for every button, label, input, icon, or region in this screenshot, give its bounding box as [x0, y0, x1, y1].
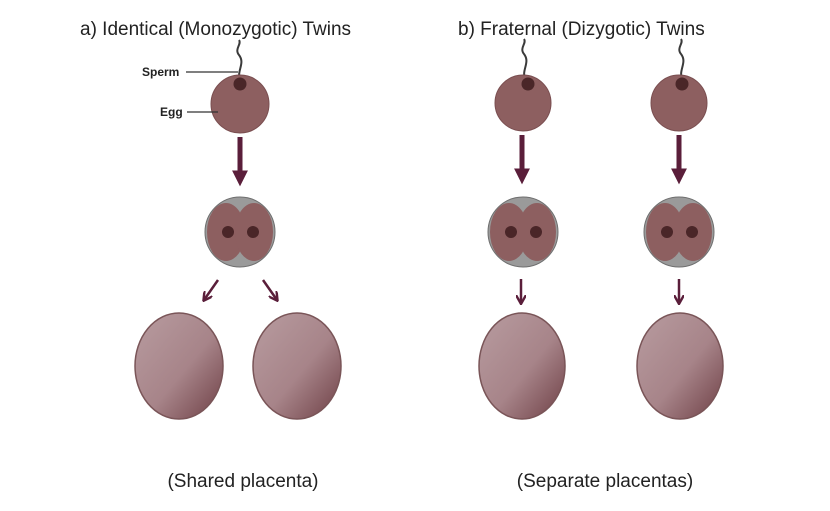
- dividing-cell-icon: [204, 196, 276, 268]
- panel-identical-title: a) Identical (Monozygotic) Twins: [80, 19, 351, 40]
- split-left-arrow-icon: [204, 279, 220, 300]
- egg-icon: [650, 74, 708, 132]
- split-right-arrow-icon: [261, 279, 277, 300]
- sperm-label: Sperm: [142, 65, 179, 79]
- egg-icon: [494, 74, 552, 132]
- dividing-cell-icon: [487, 196, 559, 268]
- sperm-tail-icon: [521, 38, 528, 81]
- embryo-icon: [134, 312, 224, 420]
- panel-identical-twins: a) Identical (Monozygotic) Twins Sperm E…: [80, 19, 351, 492]
- panel-fraternal-twins: b) Fraternal (Dizygotic) Twins: [458, 19, 724, 492]
- embryo-icon: [252, 312, 342, 420]
- sperm-tail-icon: [678, 38, 685, 81]
- panel-fraternal-title: b) Fraternal (Dizygotic) Twins: [458, 19, 705, 40]
- sperm-head-icon: [675, 77, 689, 91]
- sperm-head-icon: [233, 77, 247, 91]
- dividing-cell-icon: [643, 196, 715, 268]
- sperm-tail-icon: [236, 39, 243, 82]
- egg-label: Egg: [160, 105, 183, 119]
- embryo-icon: [478, 312, 566, 420]
- sperm-head-icon: [521, 77, 535, 91]
- embryo-icon: [636, 312, 724, 420]
- panel-fraternal-caption: (Separate placentas): [517, 471, 693, 492]
- egg-icon: [210, 74, 270, 134]
- panel-identical-caption: (Shared placenta): [167, 471, 318, 492]
